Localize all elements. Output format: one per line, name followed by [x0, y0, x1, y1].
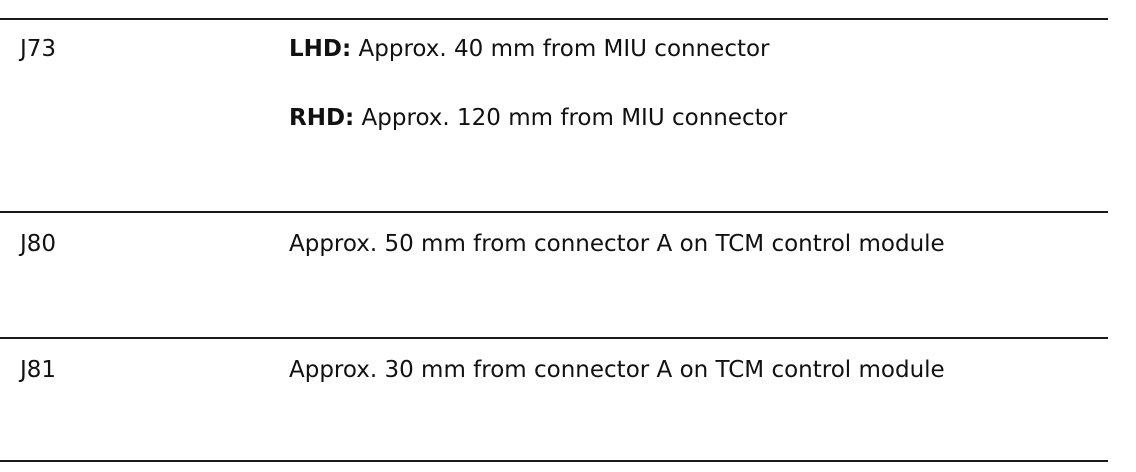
table-top-rule	[0, 18, 1108, 20]
drive-side-label: LHD:	[289, 36, 352, 62]
row-description-line: RHD: Approx. 120 mm from MIU connector	[289, 104, 787, 132]
drive-side-label: RHD:	[289, 105, 355, 131]
row-description-line: LHD: Approx. 40 mm from MIU connector	[289, 35, 770, 63]
row-id: J81	[20, 357, 57, 383]
row-id: J80	[20, 231, 57, 257]
row-divider	[0, 337, 1108, 339]
row-description-text: Approx. 30 mm from connector A on TCM co…	[289, 357, 945, 383]
table-bottom-rule	[0, 460, 1108, 462]
row-id: J73	[20, 36, 57, 62]
row-divider	[0, 211, 1108, 213]
row-description-text: Approx. 120 mm from MIU connector	[354, 105, 788, 131]
row-description-text: Approx. 40 mm from MIU connector	[351, 36, 770, 62]
row-description-text: Approx. 50 mm from connector A on TCM co…	[289, 231, 945, 257]
